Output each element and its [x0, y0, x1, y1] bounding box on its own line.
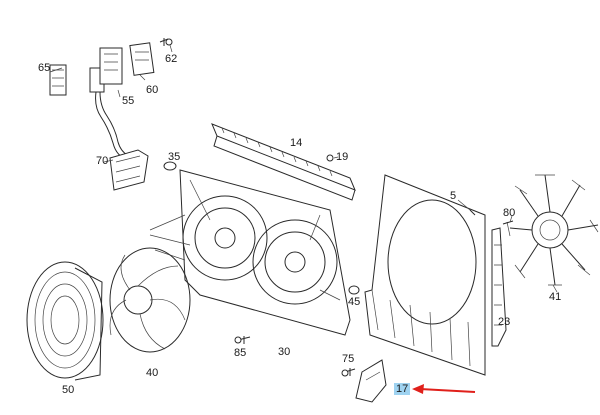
- callout-62: 62: [165, 53, 178, 65]
- callout-35: 35: [168, 151, 181, 163]
- callout-70: 70: [96, 155, 109, 167]
- callout-40: 40: [146, 367, 159, 379]
- callout-50: 50: [62, 384, 75, 396]
- fan-shroud-drawing: [149, 169, 351, 336]
- callout-80: 80: [503, 207, 516, 219]
- side-bracket-drawing: [491, 227, 507, 347]
- highlight-arrow: [412, 384, 476, 394]
- fan-guard-drawing: [26, 261, 104, 381]
- air-baffle-drawing: [211, 123, 356, 201]
- callout-45: 45: [348, 296, 361, 308]
- callout-60: 60: [146, 84, 159, 96]
- callout-23: 23: [498, 316, 511, 328]
- callout-14: 14: [290, 137, 303, 149]
- viscous-fan-drawing: [506, 174, 599, 286]
- callout-65: 65: [38, 62, 51, 74]
- fan-drawing: [109, 247, 191, 353]
- callout-5: 5: [450, 190, 457, 202]
- clip-drawing: [355, 359, 387, 403]
- callout-17-highlighted: 17: [394, 383, 411, 395]
- callout-41: 41: [549, 291, 562, 303]
- fasteners-drawing: [234, 220, 514, 377]
- relay-assembly-drawing: [49, 38, 173, 162]
- leader-lines: [49, 44, 558, 293]
- callout-19: 19: [336, 151, 349, 163]
- callout-85: 85: [234, 347, 247, 359]
- bracket-drawing: [109, 149, 334, 191]
- radiator-frame-drawing: [364, 174, 486, 376]
- callout-75: 75: [342, 353, 355, 365]
- callout-55: 55: [122, 95, 135, 107]
- callout-30: 30: [278, 346, 291, 358]
